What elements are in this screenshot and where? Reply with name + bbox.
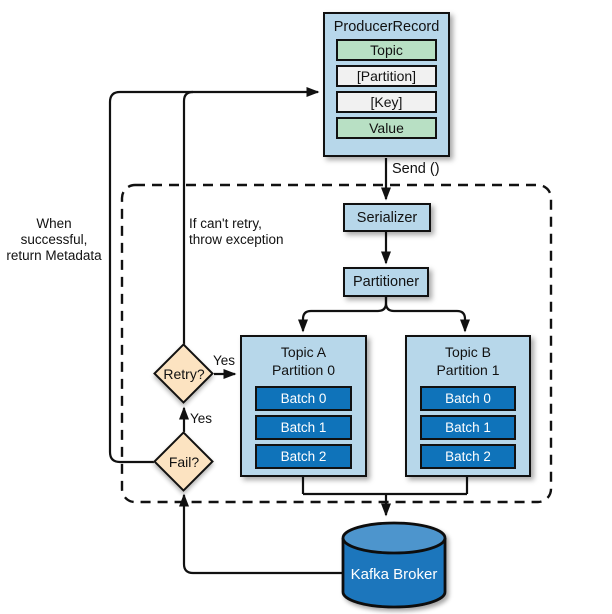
producer-boundary-dashed-box: [120, 183, 553, 504]
batch-row: Batch 1: [255, 415, 352, 441]
producer-record-title: ProducerRecord: [333, 18, 440, 35]
partitioner-to-topic-b-arrow: [384, 297, 470, 333]
batch-row: Batch 0: [420, 386, 516, 412]
fail-diamond-label: Fail?: [168, 454, 200, 470]
partitioner-box: Partitioner: [343, 267, 429, 297]
broker-to-fail-arrow: [179, 493, 343, 575]
success-note-line1: When successful,: [20, 216, 88, 248]
field-value: Value: [336, 117, 437, 139]
yes-retry-label: Yes: [213, 353, 236, 368]
topic-b-name: Topic B: [445, 344, 491, 360]
yes-fail-label: Yes: [190, 411, 213, 426]
success-note-line2: return Metadata: [6, 248, 102, 264]
throw-note-line2: throw exception: [189, 232, 284, 248]
topic-a-title: Topic A Partition 0: [242, 343, 365, 379]
field-partition: [Partition]: [336, 65, 437, 87]
field-topic: Topic: [336, 39, 437, 61]
producer-record-box: ProducerRecord Topic [Partition] [Key] V…: [323, 12, 450, 157]
kafka-broker-label: Kafka Broker: [350, 566, 438, 583]
success-metadata-line: [108, 87, 320, 464]
send-label: Send (): [392, 161, 440, 177]
success-note: When successful, return Metadata: [2, 216, 106, 265]
topic-a-name: Topic A: [280, 344, 327, 360]
topic-b-partition: Partition 1: [436, 362, 500, 379]
batch-row: Batch 1: [420, 415, 516, 441]
topic-a-partition: Partition 0: [271, 362, 336, 379]
throw-exception-line: [182, 90, 194, 345]
serializer-box: Serializer: [343, 203, 431, 232]
topic-a-box: Topic A Partition 0 Batch 0 Batch 1 Batc…: [240, 335, 367, 477]
batch-row: Batch 2: [420, 444, 516, 470]
batch-row: Batch 2: [255, 444, 352, 470]
throw-exception-note: If can't retry, throw exception: [189, 216, 284, 248]
partitioner-to-topic-a-arrow: [298, 297, 388, 333]
field-key: [Key]: [336, 91, 437, 113]
throw-note-line1: If can't retry,: [189, 216, 262, 231]
topic-b-box: Topic B Partition 1 Batch 0 Batch 1 Batc…: [405, 335, 531, 477]
batch-row: Batch 0: [255, 386, 352, 412]
topic-b-title: Topic B Partition 1: [407, 343, 529, 379]
retry-diamond-label: Retry?: [163, 366, 205, 382]
kafka-broker-cylinder: [341, 521, 447, 609]
